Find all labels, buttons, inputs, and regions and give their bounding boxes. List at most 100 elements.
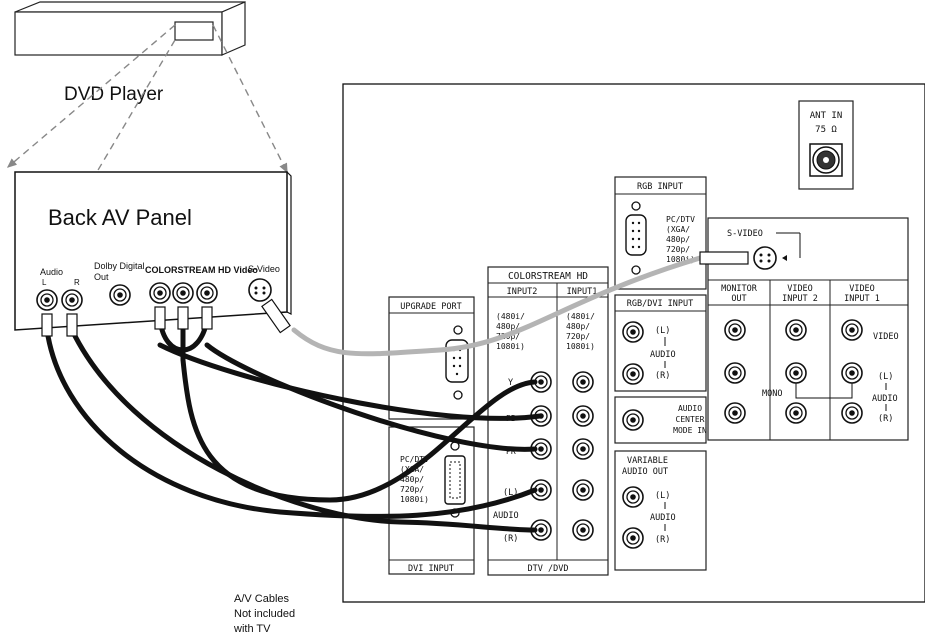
cs-in1-audio-r-jack[interactable] bbox=[572, 519, 594, 541]
monitor-out-r-jack[interactable] bbox=[724, 402, 746, 424]
ant-in-jack[interactable] bbox=[809, 143, 843, 177]
cs-in1-pb-jack[interactable] bbox=[572, 405, 594, 427]
monitor-out-l-jack[interactable] bbox=[724, 362, 746, 384]
cs-audio-label: AUDIO bbox=[493, 511, 519, 521]
back-audio-label: Audio bbox=[40, 267, 63, 277]
ant-in-title: ANT IN bbox=[810, 111, 843, 121]
rgb-dvi-input-title: RGB/DVI INPUT bbox=[627, 299, 694, 309]
variable-audio-out-l2: AUDIO OUT bbox=[622, 467, 668, 477]
dvd-player bbox=[14, 1, 246, 56]
back-audio-l: L bbox=[42, 278, 47, 287]
var-audio-out-r: (R) bbox=[655, 535, 670, 545]
colorstream-input1: INPUT1 bbox=[567, 287, 598, 297]
video-input1-audio-r: (R) bbox=[878, 414, 893, 424]
rgb-input-title: RGB INPUT bbox=[637, 182, 683, 192]
dvi-input-l5: 1080i) bbox=[400, 495, 429, 504]
rgb-input-l3: 480p/ bbox=[666, 235, 690, 244]
colorstream-hd-title: COLORSTREAM HD bbox=[508, 271, 588, 282]
var-audio-out-audio: AUDIO bbox=[650, 513, 676, 523]
video-input1-l-jack[interactable] bbox=[841, 362, 863, 384]
dvi-input-l3: 480p/ bbox=[400, 475, 424, 484]
upgrade-port-title: UPGRADE PORT bbox=[400, 302, 461, 312]
cable-plugs bbox=[41, 306, 213, 337]
monitor-out-l2: OUT bbox=[731, 294, 746, 304]
audio-center-l1: AUDIO bbox=[678, 404, 702, 413]
cs-in1-res1: (480i/ bbox=[566, 312, 595, 321]
mono-label: MONO bbox=[762, 389, 782, 399]
back-panel-title: Back AV Panel bbox=[48, 205, 192, 230]
cs-in1-res3: 720p/ bbox=[566, 332, 590, 341]
cs-pr-label: PR bbox=[506, 447, 516, 456]
dolby-out-label: Out bbox=[94, 272, 109, 282]
back-svideo-jack[interactable] bbox=[248, 278, 272, 302]
rgb-dvi-audio: AUDIO bbox=[650, 350, 676, 360]
cs-y-label: Y bbox=[508, 378, 513, 388]
video-input2-video-jack[interactable] bbox=[785, 319, 807, 341]
cs-in2-res1: (480i/ bbox=[496, 312, 525, 321]
cs-in2-res2: 480p/ bbox=[496, 322, 520, 331]
monitor-out-l1: MONITOR bbox=[721, 284, 758, 294]
tv-svideo-jack[interactable] bbox=[753, 246, 777, 270]
cable-note-l2: Not included bbox=[234, 608, 295, 620]
video-input1-audio-l: (L) bbox=[878, 372, 893, 382]
video-input1-l2: INPUT 1 bbox=[844, 294, 880, 304]
back-pb-jack[interactable] bbox=[172, 282, 194, 304]
audio-center-jack[interactable] bbox=[622, 409, 644, 431]
var-audio-out-l: (L) bbox=[655, 491, 670, 501]
var-audio-out-r-jack[interactable] bbox=[622, 527, 644, 549]
rgb-input-port[interactable] bbox=[625, 201, 647, 275]
cs-in2-res4: 1080i) bbox=[496, 342, 525, 351]
colorstream-input2: INPUT2 bbox=[507, 287, 538, 297]
dvi-input-l4: 720p/ bbox=[400, 485, 424, 494]
dolby-digital-label: Dolby Digital bbox=[94, 261, 145, 271]
dolby-out-jack[interactable] bbox=[109, 284, 131, 306]
audio-center-l2: CENTER bbox=[676, 415, 705, 424]
dvi-input-l1: PC/DTV bbox=[400, 455, 429, 464]
rgb-input-l4: 720p/ bbox=[666, 245, 690, 254]
ant-in-ohm: 75 Ω bbox=[815, 125, 837, 135]
rgb-dvi-audio-r: (R) bbox=[655, 371, 670, 381]
back-pr-jack[interactable] bbox=[196, 282, 218, 304]
video-input1-audio: AUDIO bbox=[872, 394, 898, 404]
dvd-player-label: DVD Player bbox=[64, 84, 164, 105]
back-audio-r: R bbox=[74, 278, 80, 287]
cs-audio-r: (R) bbox=[503, 534, 518, 544]
video-input2-r-jack[interactable] bbox=[785, 402, 807, 424]
cs-in1-audio-l-jack[interactable] bbox=[572, 479, 594, 501]
rgb-dvi-audio-l: (L) bbox=[655, 326, 670, 336]
video-input2-l-jack[interactable] bbox=[785, 362, 807, 384]
back-y-jack[interactable] bbox=[149, 282, 171, 304]
component-cables bbox=[157, 317, 543, 503]
var-audio-out-l-jack[interactable] bbox=[622, 486, 644, 508]
video-input2-l1: VIDEO bbox=[787, 284, 813, 294]
cs-in1-res2: 480p/ bbox=[566, 322, 590, 331]
variable-audio-out-l1: VARIABLE bbox=[627, 456, 668, 466]
video-input1-r-jack[interactable] bbox=[841, 402, 863, 424]
video-input1-video-jack[interactable] bbox=[841, 319, 863, 341]
svideo-title: S-VIDEO bbox=[727, 229, 763, 239]
audio-center-l3: MODE IN bbox=[673, 426, 707, 435]
projection-arrows bbox=[6, 24, 288, 188]
cs-in1-y-jack[interactable] bbox=[572, 371, 594, 393]
rgb-dvi-audio-l-jack[interactable] bbox=[622, 321, 644, 343]
audio-cables bbox=[44, 327, 538, 533]
cable-note-l1: A/V Cables bbox=[234, 593, 290, 605]
colorstream-video-label: COLORSTREAM HD Video bbox=[145, 265, 258, 275]
cs-audio-l: (L) bbox=[503, 488, 518, 498]
cs-in1-pr-jack[interactable] bbox=[572, 438, 594, 460]
video-input1-l1: VIDEO bbox=[849, 284, 875, 294]
monitor-out-video-jack[interactable] bbox=[724, 319, 746, 341]
back-av-panel bbox=[14, 171, 292, 331]
rgb-dvi-audio-r-jack[interactable] bbox=[622, 363, 644, 385]
cable-note-l3: with TV bbox=[233, 623, 271, 635]
rgb-input-l5: 1080i) bbox=[666, 255, 695, 264]
colorstream-footer: DTV /DVD bbox=[528, 564, 569, 574]
rgb-input-l1: PC/DTV bbox=[666, 215, 695, 224]
back-audio-r-jack[interactable] bbox=[61, 289, 83, 311]
video-input2-l2: INPUT 2 bbox=[782, 294, 818, 304]
dvi-input-footer: DVI INPUT bbox=[408, 564, 454, 574]
svideo-cable bbox=[261, 251, 749, 357]
cs-in1-res4: 1080i) bbox=[566, 342, 595, 351]
back-audio-l-jack[interactable] bbox=[36, 289, 58, 311]
